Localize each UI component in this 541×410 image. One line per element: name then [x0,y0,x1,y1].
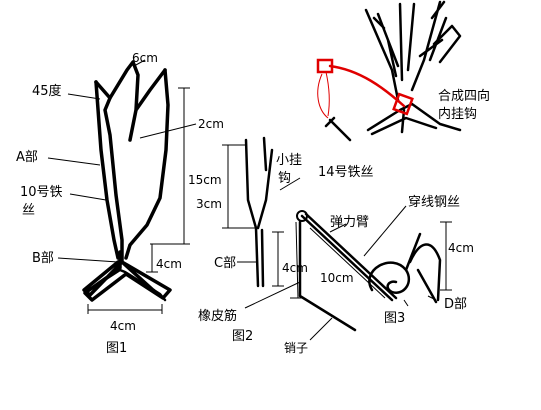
fig3-steel-label: 穿线钢丝 [408,194,460,210]
fig2-band-label: 橡皮筋 [198,308,237,324]
fig2-len-label: 3cm [196,197,222,211]
fig3-pin-label: 销子 [284,341,308,355]
fig1-part-a-label: A部 [16,150,38,165]
figure-1: 6cm 45度 2cm A部 15cm 10号铁 丝 B部 4cm 4cm 图1 [16,51,224,356]
fig2-hook [244,136,274,288]
combo-title-2: 内挂钩 [438,106,477,122]
fig3-arm [300,212,398,302]
combo-red-thin [317,71,330,119]
fig1-angle-label: 45度 [32,83,62,99]
combo-pin [324,116,352,142]
fig1-frame-left [94,80,120,260]
fig1-base [84,268,167,302]
fig1-caption: 图1 [106,341,127,356]
fig1-wire-label-2: 丝 [22,203,35,218]
fig3-arm-label: 弹力臂 [330,215,369,230]
fig3-arm-len-label: 10cm [320,271,354,285]
fig1-part-b-label: B部 [32,251,54,266]
fig1-top-width-label: 6cm [132,51,158,65]
fig2-part-c-label: C部 [214,256,236,271]
fig2-hook-label: 小挂 [276,153,302,168]
fig2-wire-label: 14号铁丝 [318,165,374,180]
fig1-inner-v [108,60,167,142]
fig3-arc-right [408,243,442,302]
combo-title: 合成四向 [438,88,490,104]
fig3-loop-d [368,232,438,304]
fig2-stem-right [260,228,265,288]
fig2-caption: 图2 [232,329,253,344]
fig2-hook-label-2: 钩 [278,171,291,186]
fig3-rod [298,220,357,332]
fig1-inner-len-label: 2cm [198,117,224,131]
fig1-stem-label: 4cm [156,257,182,271]
fig3-height-label: 4cm [448,241,474,255]
fig3-caption: 图3 [384,311,405,326]
fig1-frame-outer [82,80,172,302]
fig1-height-label: 15cm [188,173,222,187]
fig2-stem-label: 4cm [282,261,308,275]
combined-figure: 合成四向 内挂钩 [316,0,490,142]
figure-3: 穿线钢丝 弹力臂 4cm 10cm D部 图3 销子 [284,194,474,355]
fig3-part-d-label: D部 [444,297,467,312]
fig1-base-label: 4cm [110,319,136,333]
combo-frames [364,0,462,102]
fig1-wire-label: 10号铁 [20,185,63,200]
figure-2: 小挂 钩 14号铁丝 3cm C部 4cm 橡皮筋 图2 [196,136,374,344]
combo-red-hook [392,92,414,116]
fig1-frame-right [124,68,170,260]
